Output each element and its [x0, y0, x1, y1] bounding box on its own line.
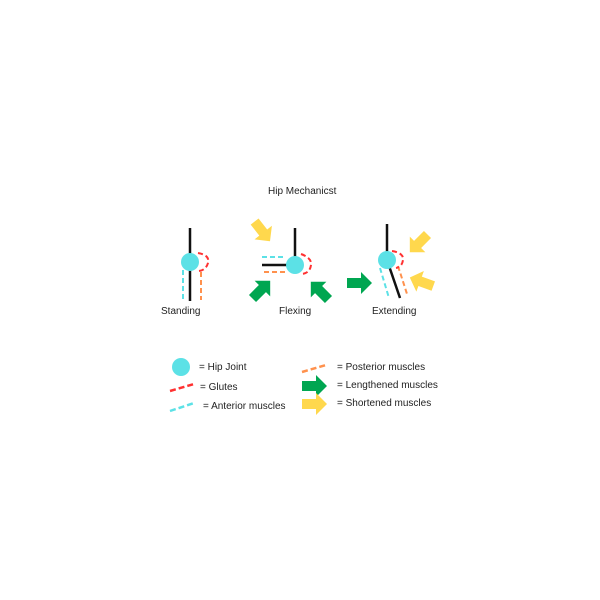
hip-joint [378, 251, 396, 269]
glutes-muscle [300, 253, 313, 275]
label-extending: Extending [372, 306, 417, 317]
legend-glutes-swatch [169, 382, 195, 393]
legend-hip-joint-swatch [172, 358, 190, 376]
legend-glutes-label: = Glutes [200, 382, 238, 393]
lengthened-arrow [347, 272, 372, 294]
hip-joint [286, 256, 304, 274]
shortened-arrow [245, 214, 279, 249]
standing-figure [181, 228, 210, 301]
glutes-muscle [197, 252, 210, 272]
legend-hip-joint-label: = Hip Joint [199, 362, 247, 373]
page-title: Hip Mechanicst [268, 186, 337, 197]
glutes-muscle [391, 250, 405, 269]
legend-lengthened-label: = Lengthened muscles [337, 380, 438, 391]
legend-anterior-label: = Anterior muscles [203, 401, 286, 412]
shortened-arrow [406, 267, 438, 297]
legend-shortened-swatch [302, 393, 327, 415]
legend-shortened-label: = Shortened muscles [337, 398, 432, 409]
legend [169, 358, 327, 415]
legend-posterior-label: = Posterior muscles [337, 362, 426, 373]
legend-lengthened-swatch [302, 375, 327, 397]
posterior-muscle [397, 265, 408, 295]
label-flexing: Flexing [279, 306, 312, 317]
legend-posterior-swatch [301, 363, 327, 374]
hip-joint [181, 253, 199, 271]
shortened-arrow [402, 226, 436, 260]
lengthened-arrow [303, 274, 337, 308]
label-standing: Standing [161, 306, 201, 317]
lengthened-arrow [244, 273, 278, 307]
anterior-muscle [379, 267, 390, 299]
legend-anterior-swatch [169, 401, 195, 413]
extending-figure [347, 224, 438, 299]
flexing-figure [244, 214, 337, 308]
